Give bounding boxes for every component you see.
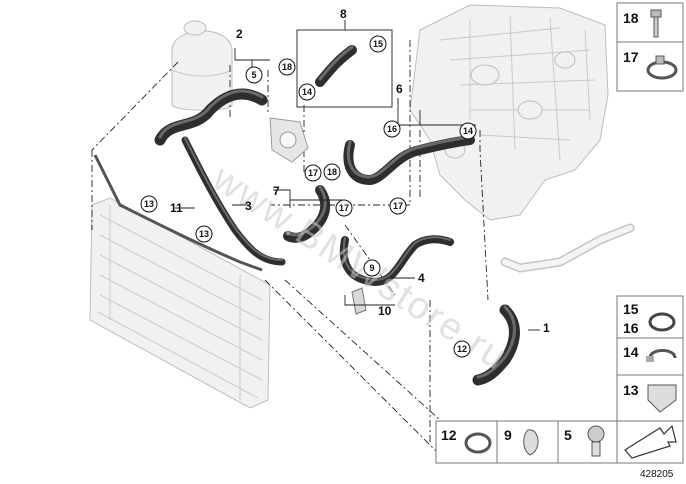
label-6: 6 — [396, 82, 403, 96]
svg-text:17: 17 — [393, 201, 403, 211]
callout-18-top: 18 — [278, 58, 296, 76]
callout-14-right: 14 — [459, 122, 477, 140]
label-2: 2 — [236, 27, 243, 41]
legend-15: 15 — [623, 301, 639, 317]
legend-9: 9 — [504, 427, 512, 443]
svg-text:16: 16 — [387, 124, 397, 134]
label-4: 4 — [418, 271, 425, 285]
reference-number: 428205 — [640, 469, 674, 480]
label-7: 7 — [273, 184, 280, 198]
svg-text:15: 15 — [373, 39, 383, 49]
hose-1-lower — [472, 304, 520, 386]
hose-clip-icon — [646, 349, 677, 362]
hose-11-vent — [93, 154, 263, 272]
svg-text:17: 17 — [339, 203, 349, 213]
hose-3-long — [181, 136, 286, 266]
legend-12: 12 — [441, 427, 457, 443]
label-8: 8 — [340, 7, 347, 21]
hose-6 — [343, 135, 475, 185]
leader-lines — [175, 20, 540, 331]
bracket-10 — [351, 287, 367, 315]
callout-17-c: 17 — [389, 197, 407, 215]
expansion-tank — [171, 20, 233, 111]
callout-15: 15 — [369, 35, 387, 53]
hose-4 — [339, 235, 454, 286]
bracket-clip-icon — [647, 384, 677, 413]
svg-text:18: 18 — [282, 62, 292, 72]
coolant-pipe-ghost — [500, 223, 635, 273]
svg-text:17: 17 — [308, 168, 318, 178]
callout-12: 12 — [453, 340, 471, 358]
bleed-screw-icon — [587, 425, 605, 457]
legend-17: 17 — [623, 49, 639, 65]
svg-text:14: 14 — [463, 126, 473, 136]
legend-5: 5 — [564, 427, 572, 443]
svg-text:5: 5 — [251, 70, 256, 80]
legend-panel-15-16-14-13: 15 16 14 13 — [616, 295, 684, 423]
water-outlet-housing — [269, 117, 309, 163]
bolt-icon — [650, 9, 662, 38]
callout-18-mid: 18 — [323, 163, 341, 181]
svg-text:13: 13 — [144, 199, 154, 209]
hose-8 — [315, 45, 357, 87]
spring-clamp-icon — [464, 432, 492, 454]
clamp-icon — [646, 55, 678, 80]
callout-9: 9 — [363, 259, 381, 277]
legend-panel-18-17: 18 17 — [616, 2, 684, 92]
legend-18: 18 — [623, 10, 639, 26]
retaining-clip-icon — [523, 429, 539, 456]
engine-block-ghost — [409, 4, 609, 221]
callout-5: 5 — [245, 66, 263, 84]
arrow-icon — [624, 424, 677, 459]
callout-17-a: 17 — [304, 164, 322, 182]
legend-13: 13 — [623, 382, 639, 398]
seal-ring-icon — [648, 312, 676, 332]
label-11: 11 — [170, 201, 183, 215]
svg-text:13: 13 — [199, 229, 209, 239]
callout-14-top: 14 — [298, 83, 316, 101]
legend-panel-bottom: 12 9 5 — [435, 420, 684, 464]
svg-text:9: 9 — [369, 263, 374, 273]
callout-13-a: 13 — [140, 195, 158, 213]
callout-16: 16 — [383, 120, 401, 138]
group-box-8 — [296, 29, 393, 108]
legend-14: 14 — [623, 344, 639, 360]
radiator — [89, 197, 271, 409]
callout-17-b: 17 — [335, 199, 353, 217]
label-3: 3 — [245, 199, 252, 213]
label-1: 1 — [543, 321, 550, 335]
svg-text:14: 14 — [302, 87, 312, 97]
legend-16: 16 — [623, 320, 639, 336]
hose-2-upper — [154, 88, 268, 146]
svg-text:18: 18 — [327, 167, 337, 177]
svg-text:12: 12 — [457, 344, 467, 354]
callout-13-b: 13 — [195, 225, 213, 243]
label-10: 10 — [378, 304, 392, 318]
